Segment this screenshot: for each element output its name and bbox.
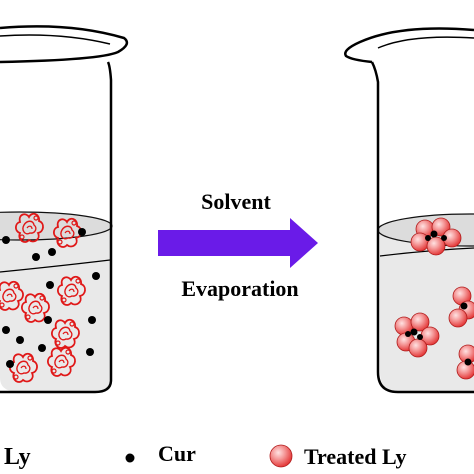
process-arrow: Solvent Evaporation <box>158 189 318 301</box>
right-beaker-wall <box>370 61 474 394</box>
cur-particle <box>32 253 40 261</box>
cur-particle <box>430 230 438 238</box>
treated-ly-sphere <box>408 338 428 358</box>
arrow-label-bottom: Evaporation <box>181 276 298 301</box>
cur-particle <box>48 248 56 256</box>
right-beaker-spout <box>344 27 474 64</box>
cur-particle <box>410 328 418 336</box>
legend-ly-label: Ly <box>4 444 31 470</box>
legend-cur-label: Cur <box>158 441 196 466</box>
cur-particle <box>88 316 96 324</box>
cur-particle <box>86 348 94 356</box>
cur-particle <box>2 236 10 244</box>
cur-particle <box>92 272 100 280</box>
left-cur-particles <box>2 228 100 368</box>
treated-ly-cluster <box>456 344 474 380</box>
cur-particle <box>6 360 14 368</box>
cur-particle <box>464 358 472 366</box>
legend-cur-icon <box>125 453 135 463</box>
cur-particle <box>44 316 52 324</box>
cur-particle <box>16 336 24 344</box>
arrow-shape <box>158 218 318 268</box>
cur-particle <box>425 235 431 241</box>
treated-ly-cluster <box>394 312 440 358</box>
cur-particle <box>46 281 54 289</box>
legend: Ly Cur Treated Ly <box>4 441 406 470</box>
cur-particle <box>441 235 447 241</box>
cur-particle <box>417 334 423 340</box>
cur-particle <box>38 344 46 352</box>
left-beaker-divider <box>0 259 111 273</box>
arrow-label-top: Solvent <box>201 189 271 214</box>
treated-ly-sphere <box>448 308 468 328</box>
treated-ly-sphere <box>410 312 430 332</box>
cur-particle <box>78 228 86 236</box>
left-beaker-rim-inner <box>0 34 111 45</box>
treated-ly-cluster <box>448 286 474 328</box>
left-beaker-wall <box>0 61 113 394</box>
legend-treated-ly-icon <box>269 444 293 468</box>
left-beaker-liquid <box>0 225 112 392</box>
treated-ly-cluster <box>410 217 462 256</box>
left-beaker-rim <box>0 25 129 64</box>
legend-treated-ly-label: Treated Ly <box>304 444 406 469</box>
right-beaker-rim-inner <box>377 36 474 49</box>
cur-particle <box>2 326 10 334</box>
treated-ly-sphere <box>426 236 446 256</box>
cur-particle <box>460 302 468 310</box>
cur-particle <box>405 331 411 337</box>
